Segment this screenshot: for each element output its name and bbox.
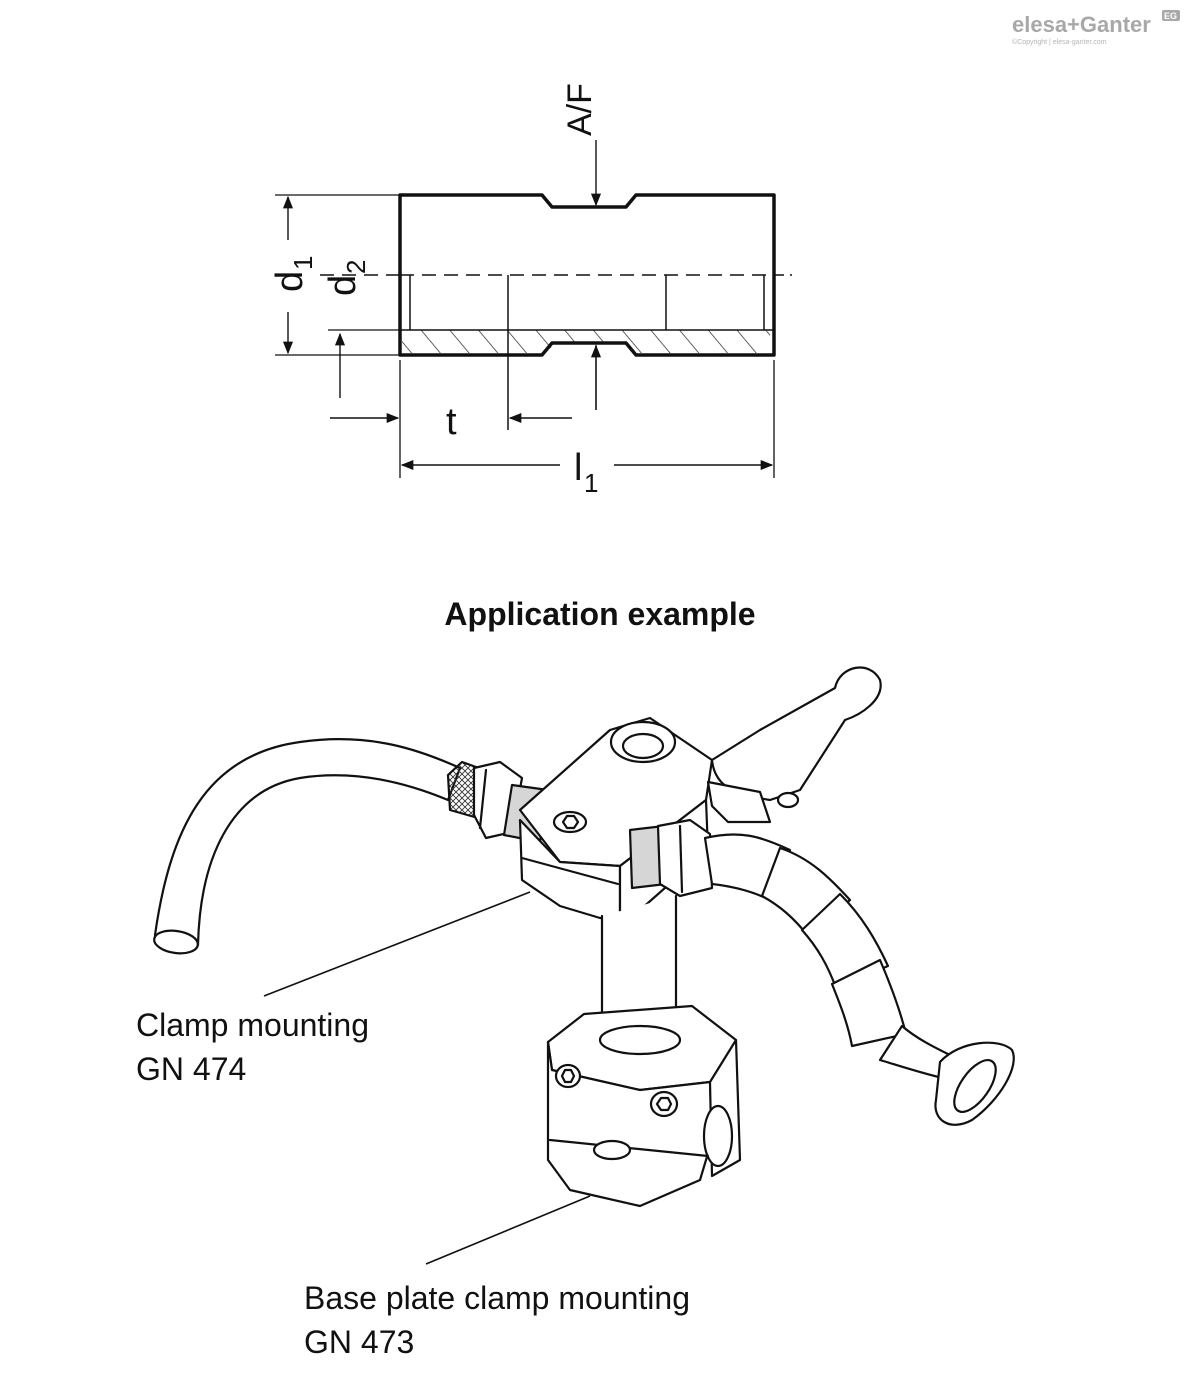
hex-nut-right (656, 818, 714, 898)
svg-text:1: 1 (288, 256, 318, 270)
leader-base-plate (425, 1195, 591, 1265)
label-d1: d 1 (269, 256, 318, 292)
base-clamp-screw-right-socket (655, 1096, 673, 1112)
logo-copyright: ©Copyright | elesa-ganter.com (1012, 38, 1107, 46)
base-clamp-bottom-bore (592, 1139, 632, 1161)
label-l1: l 1 (574, 447, 598, 498)
coupling-outline (398, 193, 776, 357)
flexible-hose (703, 833, 1015, 1126)
callout-base-plate-clamp: Base plate clamp mounting GN 473 (304, 1276, 690, 1364)
clamp-top-bore-inner (621, 732, 665, 760)
base-clamp-rod-opening (598, 1024, 682, 1056)
logo-badge-box (1162, 10, 1180, 21)
leader-clamp-mounting (263, 891, 531, 997)
logo-text: elesa+Ganter (1012, 12, 1151, 37)
callout-clamp-mounting-code: GN 474 (136, 1051, 247, 1087)
svg-text:d: d (322, 275, 364, 296)
lever-hub (706, 780, 772, 824)
callout-clamp-mounting-name: Clamp mounting (136, 1007, 369, 1043)
lever-pivot (776, 791, 800, 809)
callout-base-plate-clamp-name: Base plate clamp mounting (304, 1280, 690, 1316)
svg-text:2: 2 (341, 260, 371, 274)
logo-badge: EG (1164, 11, 1177, 21)
label-t: t (446, 401, 457, 443)
rigid-pipe (153, 738, 462, 947)
callout-base-plate-clamp-code: GN 473 (304, 1324, 415, 1360)
clamp-lever (710, 666, 882, 802)
hex-nut-right-edge (678, 824, 684, 894)
clamp-split-line (520, 856, 620, 886)
application-title: Application example (444, 596, 756, 632)
svg-text:1: 1 (584, 468, 598, 498)
base-clamp-screw-left-socket (560, 1068, 576, 1084)
technical-drawing: A/F d 1 d 2 t l 1 (269, 83, 792, 498)
label-d2: d 2 (322, 260, 371, 296)
base-clamp-side-bore (702, 1104, 734, 1168)
svg-text:l: l (574, 447, 582, 489)
base-clamp-front (546, 1040, 714, 1208)
callout-clamp-mounting: Clamp mounting GN 474 (136, 1003, 369, 1091)
svg-text:d: d (269, 271, 311, 292)
clamp-screw-socket (561, 814, 580, 830)
label-af: A/F (561, 83, 599, 136)
brand-logo: elesa+Ganter EG ©Copyright | elesa-gante… (1012, 10, 1180, 46)
pipe-end (153, 929, 199, 955)
hose-nozzle-opening (953, 1059, 997, 1113)
hex-nut-left-edge (478, 768, 488, 830)
